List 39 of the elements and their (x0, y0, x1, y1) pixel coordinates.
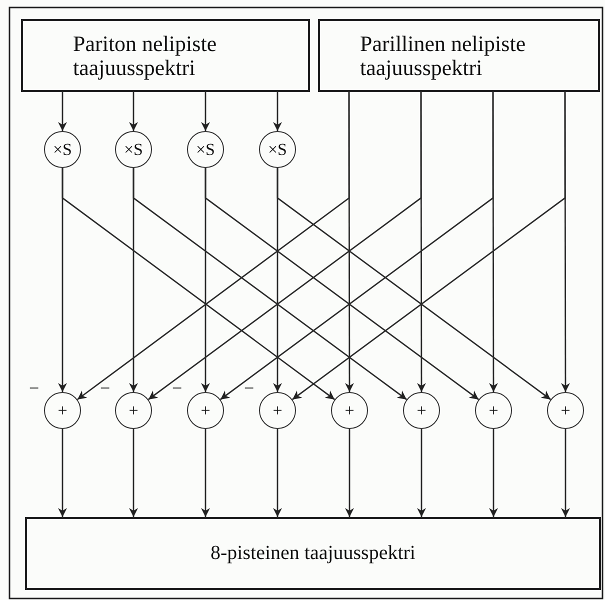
minus-sign: − (100, 379, 110, 397)
minus-sign: − (29, 379, 40, 397)
arrow (58, 92, 67, 131)
arrow (201, 92, 210, 131)
arrow (561, 429, 570, 517)
arrow (220, 92, 494, 400)
arrow (129, 429, 138, 517)
arrow (204, 168, 480, 400)
output-spectrum-box: 8-pisteinen taajuusspektri (25, 517, 601, 590)
arrow (76, 92, 350, 400)
adder-node: + (331, 392, 368, 429)
arrow (273, 429, 282, 517)
adder-node: + (187, 392, 224, 429)
adder-node: + (403, 392, 440, 429)
multiplier-node: ×S (44, 131, 81, 168)
arrow (132, 168, 408, 400)
adder-node: + (259, 392, 296, 429)
arrow (58, 429, 67, 517)
arrow (129, 92, 138, 131)
arrow (489, 429, 498, 517)
multiplier-node: ×S (259, 131, 296, 168)
multiplier-node: ×S (187, 131, 224, 168)
adder-node: + (547, 392, 584, 429)
arrow (62, 168, 336, 400)
arrow (273, 92, 282, 131)
arrow (276, 168, 552, 400)
adder-node: + (475, 392, 512, 429)
minus-sign: − (172, 379, 182, 397)
arrow (201, 429, 210, 517)
minus-sign: − (244, 379, 254, 397)
input-spectrum-box: Parillinen nelipiste taajuusspektri (318, 19, 600, 92)
multiplier-node: ×S (115, 131, 152, 168)
arrow (417, 429, 426, 517)
adder-node: + (44, 392, 81, 429)
input-spectrum-box: Pariton nelipiste taajuusspektri (21, 19, 310, 92)
arrow (292, 92, 566, 400)
adder-node: + (115, 392, 152, 429)
arrow (148, 92, 422, 400)
arrow (345, 429, 354, 517)
